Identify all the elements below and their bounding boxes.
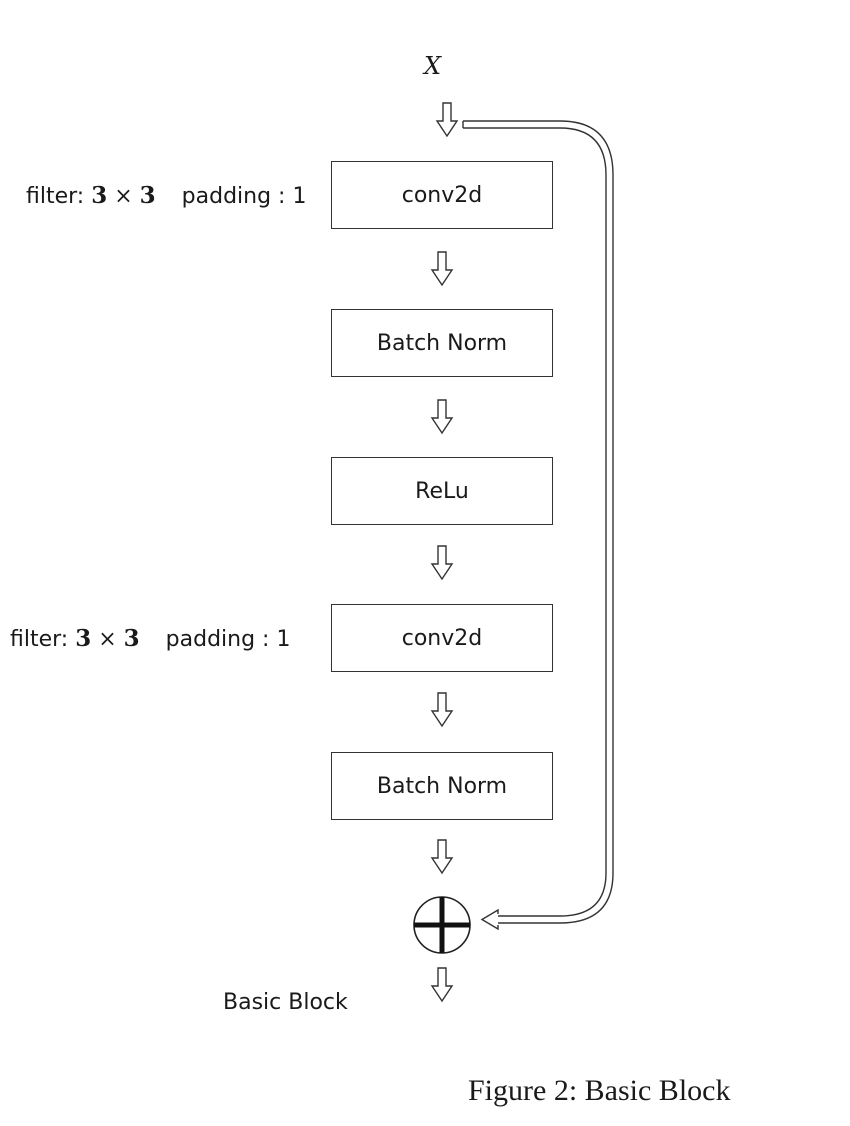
layer-batchnorm-1: Batch Norm [331, 309, 553, 377]
conv2-params: filter: 3 × 3 padding : 1 [10, 625, 290, 652]
conv1-filter-h: 3 [91, 182, 108, 209]
conv1-filter-prefix: filter: [26, 184, 85, 209]
skip-arrowhead [480, 908, 499, 931]
conv2-filter-prefix: filter: [10, 627, 69, 652]
conv2-padding: padding : 1 [165, 627, 291, 652]
flow-arrow-input [436, 102, 458, 137]
conv1-filter-w: 3 [139, 182, 156, 209]
layer-conv2d-2: conv2d [331, 604, 553, 672]
skip-connection [462, 120, 614, 924]
figure-caption: Figure 2: Basic Block [468, 1074, 731, 1107]
flow-arrow-2 [431, 399, 453, 434]
flow-arrow-4 [431, 692, 453, 727]
flow-arrow-3 [431, 545, 453, 580]
conv2-filter-times: × [98, 627, 117, 652]
conv1-filter-times: × [114, 184, 133, 209]
conv1-padding: padding : 1 [181, 184, 307, 209]
conv2-filter-h: 3 [75, 625, 92, 652]
input-variable-label: X [424, 52, 442, 80]
flow-arrow-output [431, 967, 453, 1002]
flow-arrow-1 [431, 251, 453, 286]
layer-relu: ReLu [331, 457, 553, 525]
conv2-filter-w: 3 [123, 625, 140, 652]
conv1-params: filter: 3 × 3 padding : 1 [26, 182, 306, 209]
layer-batchnorm-2: Batch Norm [331, 752, 553, 820]
layer-conv2d-1: conv2d [331, 161, 553, 229]
add-operator [413, 896, 471, 954]
block-name-label: Basic Block [223, 990, 348, 1015]
flow-arrow-5 [431, 839, 453, 874]
